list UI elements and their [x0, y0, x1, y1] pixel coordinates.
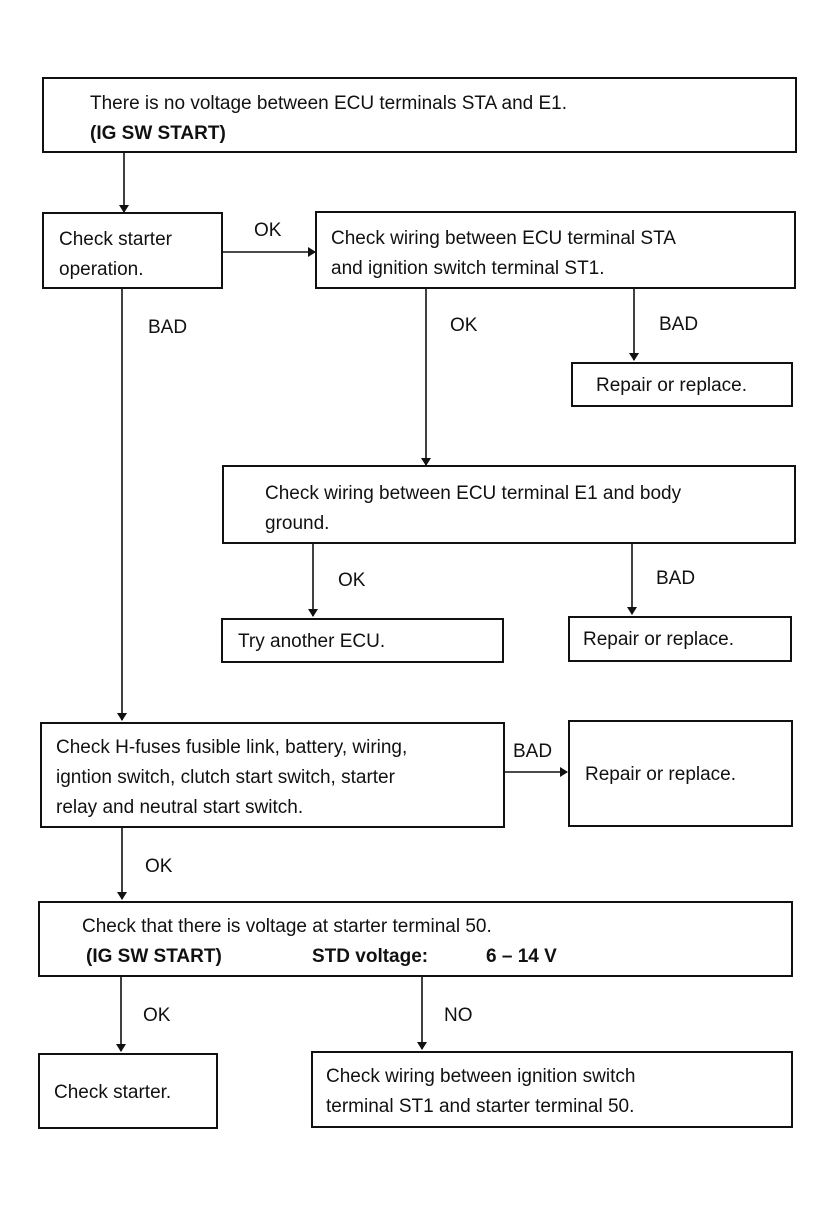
- check-wiring-sta-box: Check wiring between ECU terminal STA an…: [315, 211, 796, 289]
- check-wiring-e1-box: Check wiring between ECU terminal E1 and…: [222, 465, 796, 544]
- try-another-ecu-box: Try another ECU.: [221, 618, 504, 663]
- try-another-ecu-text: Try another ECU.: [238, 631, 386, 652]
- repair-box-3-text: Repair or replace.: [585, 764, 737, 785]
- check-wiring-st1-box: Check wiring between ignition switch ter…: [311, 1051, 793, 1128]
- check-wiring-sta-line2: and ignition switch terminal ST1.: [331, 258, 605, 279]
- label-v50-ok: OK: [143, 1005, 171, 1026]
- check-hfuses-line3: relay and neutral start switch.: [56, 797, 304, 818]
- check-starter-operation-line2: operation.: [59, 259, 144, 280]
- check-wiring-sta-line1: Check wiring between ECU terminal STA: [331, 228, 676, 249]
- check-wiring-e1-line2: ground.: [265, 513, 330, 534]
- repair-box-2-text: Repair or replace.: [583, 629, 735, 650]
- check-hfuses-line1: Check H-fuses fusible link, battery, wir…: [56, 737, 408, 758]
- repair-box-3: Repair or replace.: [568, 720, 793, 827]
- check-starter-text: Check starter.: [54, 1082, 172, 1103]
- check-voltage-50-ig-sw: (IG SW START): [86, 946, 222, 967]
- label-hfuses-bad: BAD: [513, 741, 553, 762]
- label-starter-bad: BAD: [148, 317, 188, 338]
- check-hfuses-box: Check H-fuses fusible link, battery, wir…: [40, 722, 505, 828]
- check-voltage-50-std-label: STD voltage:: [312, 946, 429, 967]
- label-hfuses-ok: OK: [145, 856, 173, 877]
- check-voltage-50-line1: Check that there is voltage at starter t…: [82, 916, 492, 937]
- no-voltage-box: There is no voltage between ECU terminal…: [42, 77, 797, 153]
- repair-box-1-text: Repair or replace.: [596, 375, 748, 396]
- repair-box-1: Repair or replace.: [571, 362, 793, 407]
- check-starter-box: Check starter.: [38, 1053, 218, 1129]
- check-wiring-st1-line2: terminal ST1 and starter terminal 50.: [326, 1096, 635, 1117]
- label-v50-no: NO: [444, 1005, 473, 1026]
- check-voltage-50-box: Check that there is voltage at starter t…: [38, 901, 793, 977]
- label-sta-ok: OK: [450, 315, 478, 336]
- no-voltage-line2: (IG SW START): [90, 123, 226, 144]
- label-sta-bad: BAD: [659, 314, 699, 335]
- no-voltage-line1: There is no voltage between ECU terminal…: [90, 93, 568, 114]
- label-e1-bad: BAD: [656, 568, 696, 589]
- check-wiring-st1-line1: Check wiring between ignition switch: [326, 1066, 636, 1087]
- check-wiring-e1-line1: Check wiring between ECU terminal E1 and…: [265, 483, 682, 504]
- check-hfuses-line2: igntion switch, clutch start switch, sta…: [56, 767, 395, 788]
- check-voltage-50-std-value: 6 – 14 V: [486, 946, 557, 967]
- label-starter-ok: OK: [254, 220, 282, 241]
- repair-box-2: Repair or replace.: [568, 616, 792, 662]
- check-starter-operation-box: Check starter operation.: [42, 212, 223, 289]
- check-starter-operation-line1: Check starter: [59, 229, 172, 250]
- label-e1-ok: OK: [338, 570, 366, 591]
